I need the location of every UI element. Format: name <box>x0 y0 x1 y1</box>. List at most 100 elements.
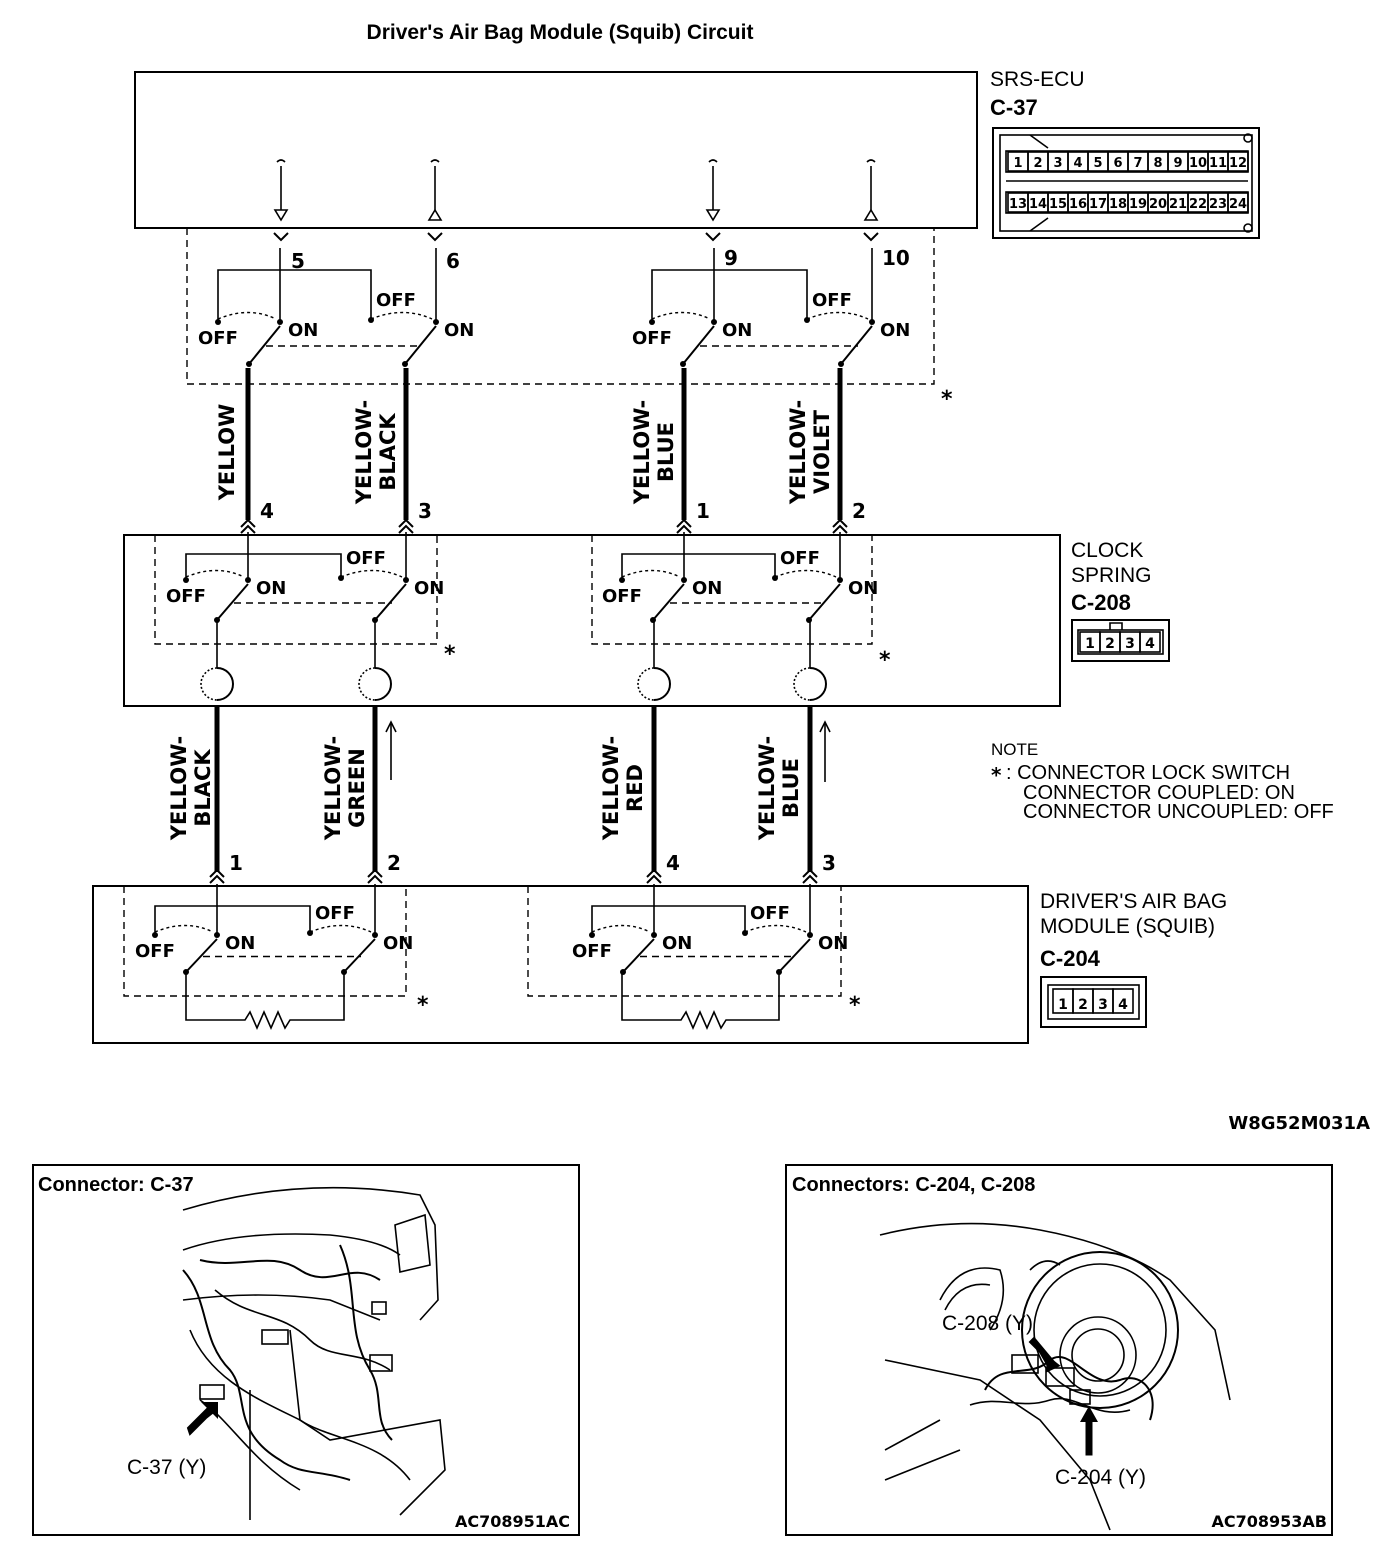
air-bag-module-label-line1: DRIVER'S AIR BAG <box>1040 890 1227 913</box>
srs-ecu-connector-id: C-37 <box>990 95 1038 120</box>
dashboard-harness-illustration <box>182 1186 446 1520</box>
connector-pin: 8 <box>1147 151 1169 172</box>
wire-color-text: YELLOW-BLACK <box>167 736 215 841</box>
wire-color-label: YELLOW-BLACK <box>167 736 215 841</box>
switch-on-label: ON <box>256 578 286 599</box>
ecu-terminals: 5 6 9 10 <box>273 232 910 273</box>
c37-callout: C-37 (Y) <box>127 1456 206 1479</box>
connector-pin: 18 <box>1107 192 1129 213</box>
switch-off-label: OFF <box>166 586 206 607</box>
connector-pin: 2 <box>1099 631 1121 653</box>
switch-off-label: OFF <box>812 290 852 311</box>
switch-off-label: OFF <box>572 941 612 962</box>
wire-color-label: YELLOW-BLUE <box>630 400 678 505</box>
c208-connector-face <box>1071 619 1170 662</box>
clock-spring-terminal-label: 4 <box>260 499 274 523</box>
ecu-terminal-label: 6 <box>446 249 460 273</box>
lock-switch-pair-clock-a: ON ON OFF OFF <box>166 532 444 623</box>
ecu-star: * <box>941 387 953 412</box>
c208-callout: C-208 (Y) <box>942 1312 1033 1335</box>
figure-code: W8G52M031A <box>1228 1113 1370 1134</box>
module-terminal-label: 1 <box>229 851 243 875</box>
connector-pin: 9 <box>1167 151 1189 172</box>
wire-color-label: YELLOW-VIOLET <box>786 400 834 505</box>
connector-pin-number: 9 <box>1173 156 1182 171</box>
srs-ecu-box <box>134 71 978 229</box>
connector-pin-number: 8 <box>1153 156 1162 171</box>
clock-spring-lock-box-right <box>591 535 873 645</box>
lower-wire-colors: YELLOW-BLACK YELLOW-GREEN YELLOW-RED YELLOW… <box>167 736 803 841</box>
connector-pin-number: 11 <box>1209 156 1227 171</box>
module-terminal-label: 4 <box>666 851 680 875</box>
note-heading: NOTE <box>991 740 1038 759</box>
connector-pin-number: 2 <box>1105 636 1115 652</box>
clock-spring-terminal-label: 1 <box>696 499 710 523</box>
connector-pin-number: 21 <box>1169 197 1187 212</box>
connector-pin: 20 <box>1147 192 1169 213</box>
air-bag-module-connector-id: C-204 <box>1040 946 1101 971</box>
switch-on-label: ON <box>414 578 444 599</box>
connector-pin: 7 <box>1127 151 1149 172</box>
ecu-terminal-label: 10 <box>882 246 910 270</box>
ecu-lock-switch-box <box>186 228 935 385</box>
connector-pin: 4 <box>1112 988 1134 1014</box>
connector-pin-number: 24 <box>1229 197 1247 212</box>
wire-color-text: YELLOW-VIOLET <box>786 400 834 505</box>
switch-on-label: ON <box>444 320 474 341</box>
connector-pin: 11 <box>1207 151 1229 172</box>
connector-pin-number: 14 <box>1029 197 1047 212</box>
connectors-c204-c208-panel-code: AC708953AB <box>1212 1512 1328 1531</box>
ecu-signal-marks <box>273 159 879 222</box>
connector-pin-number: 6 <box>1113 156 1122 171</box>
connectors-c204-c208-panel-title: Connectors: C-204, C-208 <box>792 1174 1035 1196</box>
connector-pin: 12 <box>1227 151 1249 172</box>
connector-pin: 24 <box>1227 192 1249 213</box>
clock-spring-terminal-label: 3 <box>418 499 432 523</box>
connector-pin-number: 3 <box>1053 156 1062 171</box>
switch-on-label: ON <box>288 320 318 341</box>
connector-pin-number: 17 <box>1089 197 1107 212</box>
connector-pin-number: 15 <box>1049 197 1067 212</box>
connector-c37-panel-title: Connector: C-37 <box>38 1174 194 1196</box>
note-line3: CONNECTOR UNCOUPLED: OFF <box>1023 801 1334 823</box>
connector-pin-number: 2 <box>1033 156 1042 171</box>
switch-on-label: ON <box>692 578 722 599</box>
switch-off-label: OFF <box>602 586 642 607</box>
clock-spring-coils <box>200 620 827 701</box>
connector-pin: 1 <box>1007 151 1029 172</box>
srs-ecu-label: SRS-ECU <box>990 68 1085 91</box>
connector-pin-number: 3 <box>1125 636 1135 652</box>
connector-pin-number: 18 <box>1109 197 1127 212</box>
wire-color-label: YELLOW-BLUE <box>755 736 803 841</box>
switch-on-label: ON <box>662 933 692 954</box>
connector-pin-number: 2 <box>1078 997 1088 1013</box>
switch-off-label: OFF <box>315 903 355 924</box>
connector-pin-number: 1 <box>1013 156 1022 171</box>
clock-spring-star-right: * <box>879 648 891 673</box>
connector-pin: 13 <box>1007 192 1029 213</box>
switch-on-label: ON <box>848 578 878 599</box>
clock-spring-star-left: * <box>444 642 456 667</box>
connector-pin: 4 <box>1067 151 1089 172</box>
wire-color-label: YELLOW-RED <box>599 736 647 841</box>
module-star-left: * <box>417 993 429 1018</box>
connector-c37-panel <box>32 1164 580 1536</box>
note-line2: CONNECTOR COUPLED: ON <box>1023 782 1295 804</box>
connector-pin: 1 <box>1052 988 1074 1014</box>
module-lock-box-left <box>123 886 407 997</box>
connector-pin-number: 13 <box>1009 197 1027 212</box>
c204-callout: C-204 (Y) <box>1055 1466 1146 1489</box>
connector-pin-number: 16 <box>1069 197 1087 212</box>
steering-wheel-illustration <box>879 1222 1231 1531</box>
switch-off-label: OFF <box>632 328 672 349</box>
connector-pin-number: 3 <box>1098 997 1108 1013</box>
connector-pin-number: 4 <box>1118 997 1128 1013</box>
wire-color-label: YELLOW-GREEN <box>321 736 369 841</box>
switch-off-label: OFF <box>346 548 386 569</box>
module-terminal-label: 3 <box>822 851 836 875</box>
